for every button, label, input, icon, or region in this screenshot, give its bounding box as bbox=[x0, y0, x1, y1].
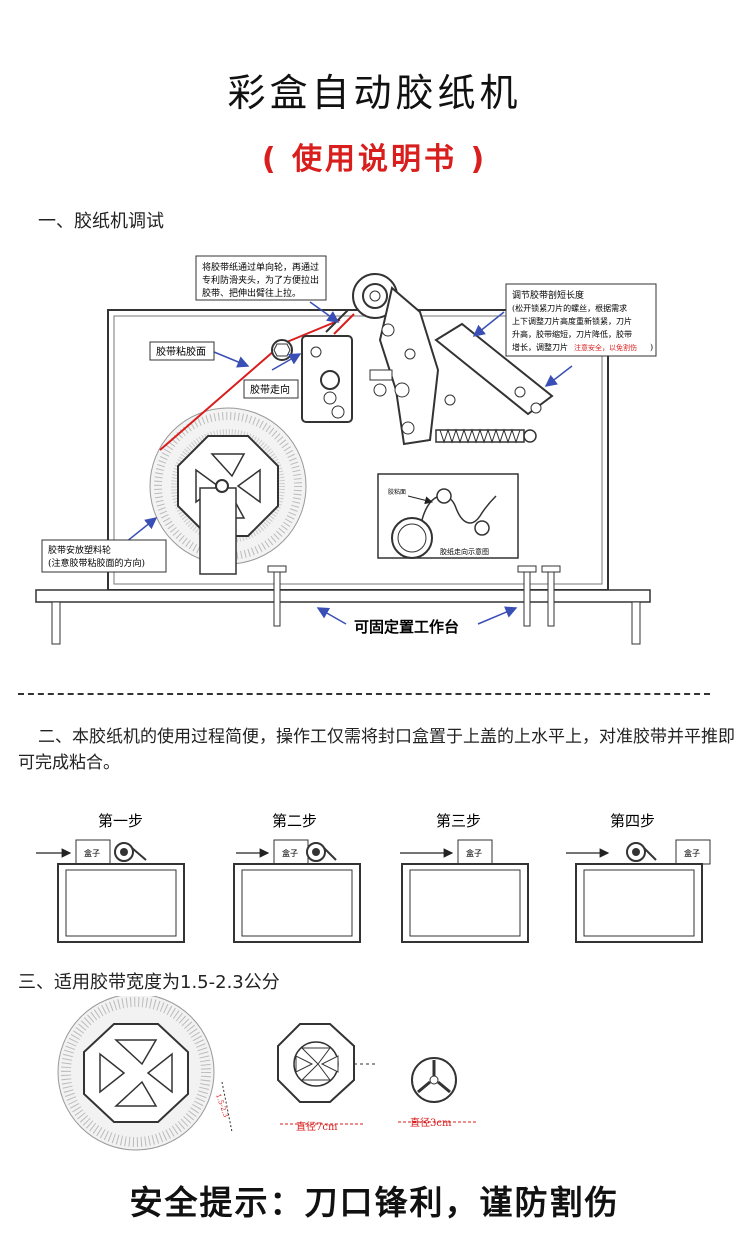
note-right-line-3: 上下调整刀片高度重新锁紧，刀片 bbox=[512, 316, 632, 326]
section-1-heading: 一、胶纸机调试 bbox=[38, 211, 164, 232]
step-4-label: 第四步 bbox=[610, 812, 655, 830]
step-1-label: 第一步 bbox=[98, 812, 143, 830]
note-right-line-5: 增长，调整刀片 bbox=[512, 342, 568, 352]
section-divider bbox=[18, 693, 710, 695]
label-sticky-box bbox=[149, 341, 215, 361]
step-2: 第二步 盒子 bbox=[233, 812, 361, 943]
bench-label: 可固定置工作台 bbox=[354, 618, 459, 636]
label-sticky: 胶带粘胶面 bbox=[156, 345, 206, 358]
safety-notice: 安全提示：刀口锋利，谨防割伤 bbox=[129, 1183, 620, 1222]
diameter-large-label: 直径7cm bbox=[296, 1120, 338, 1133]
label-direction: 胶带走向 bbox=[250, 383, 290, 396]
lever-arm bbox=[378, 286, 440, 446]
note-top-line-2: 专利防滑夹头，为了方便拉出 bbox=[202, 274, 319, 286]
step-3-box: 盒子 bbox=[466, 848, 482, 858]
step-4-box: 盒子 bbox=[684, 848, 700, 858]
note-right-line-4: 升高，胶带缩短，刀片降低，胶带 bbox=[512, 329, 632, 339]
bench-top bbox=[35, 589, 651, 603]
note-right-warning: 注意安全，以免割伤 bbox=[574, 343, 637, 352]
clamp-screw bbox=[273, 569, 281, 627]
note-right-close: ) bbox=[650, 343, 653, 352]
note-reel-line-1: 胶带安放塑料轮 bbox=[48, 544, 111, 556]
tape-path bbox=[159, 343, 283, 451]
note-top-line-3: 胶带、把伸出臂往上拉。 bbox=[202, 287, 301, 299]
label-direction-box bbox=[243, 379, 299, 399]
note-top-box bbox=[195, 255, 327, 301]
spring bbox=[435, 429, 525, 443]
inset-caption: 胶纸走向示意图 bbox=[440, 547, 489, 556]
note-right-box bbox=[505, 283, 657, 357]
note-right-line-1: 调节胶带剖短长度 bbox=[512, 289, 584, 301]
tape-size-diagram: 1.5-2.3 直径7cm 直径3cm bbox=[57, 996, 478, 1151]
machine-diagram: 将胶带纸通过单向轮，再通过 专利防滑夹头，为了方便拉出 胶带、把伸出臂往上拉。 … bbox=[35, 255, 657, 645]
step-3-label: 第三步 bbox=[436, 812, 481, 830]
note-reel-box bbox=[41, 539, 167, 573]
inset-label-sticky: 胶粘面 bbox=[388, 488, 406, 496]
step-2-label: 第二步 bbox=[272, 812, 317, 830]
page-subtitle: ( 使用说明书 ) bbox=[261, 142, 488, 177]
note-right-line-2: (松开锁紧刀片的螺丝，根据需求 bbox=[512, 303, 627, 313]
section-2-text: 二、本胶纸机的使用过程简便，操作工仅需将封口盒置于上盖的上水平上，对准胶带并平推… bbox=[18, 727, 735, 773]
tape-width-label: 1.5-2.3 bbox=[214, 1093, 230, 1119]
steps-diagram: 第一步 盒子 第二步 盒子 第三步 盒子 第四步 盒子 bbox=[36, 812, 711, 943]
step-3: 第三步 盒子 bbox=[400, 812, 529, 943]
step-1-box: 盒子 bbox=[84, 848, 100, 858]
note-top-line-1: 将胶带纸通过单向轮，再通过 bbox=[202, 261, 319, 273]
section-3-heading: 三、适用胶带宽度为1.5-2.3公分 bbox=[18, 972, 280, 993]
page-title: 彩盒自动胶纸机 bbox=[227, 71, 522, 115]
step-2-box: 盒子 bbox=[282, 848, 298, 858]
diameter-small-label: 直径3cm bbox=[410, 1116, 452, 1129]
step-4: 第四步 盒子 bbox=[566, 812, 711, 943]
step-1: 第一步 盒子 bbox=[36, 812, 185, 943]
note-reel-line-2: (注意胶带粘胶面的方向) bbox=[48, 557, 145, 569]
